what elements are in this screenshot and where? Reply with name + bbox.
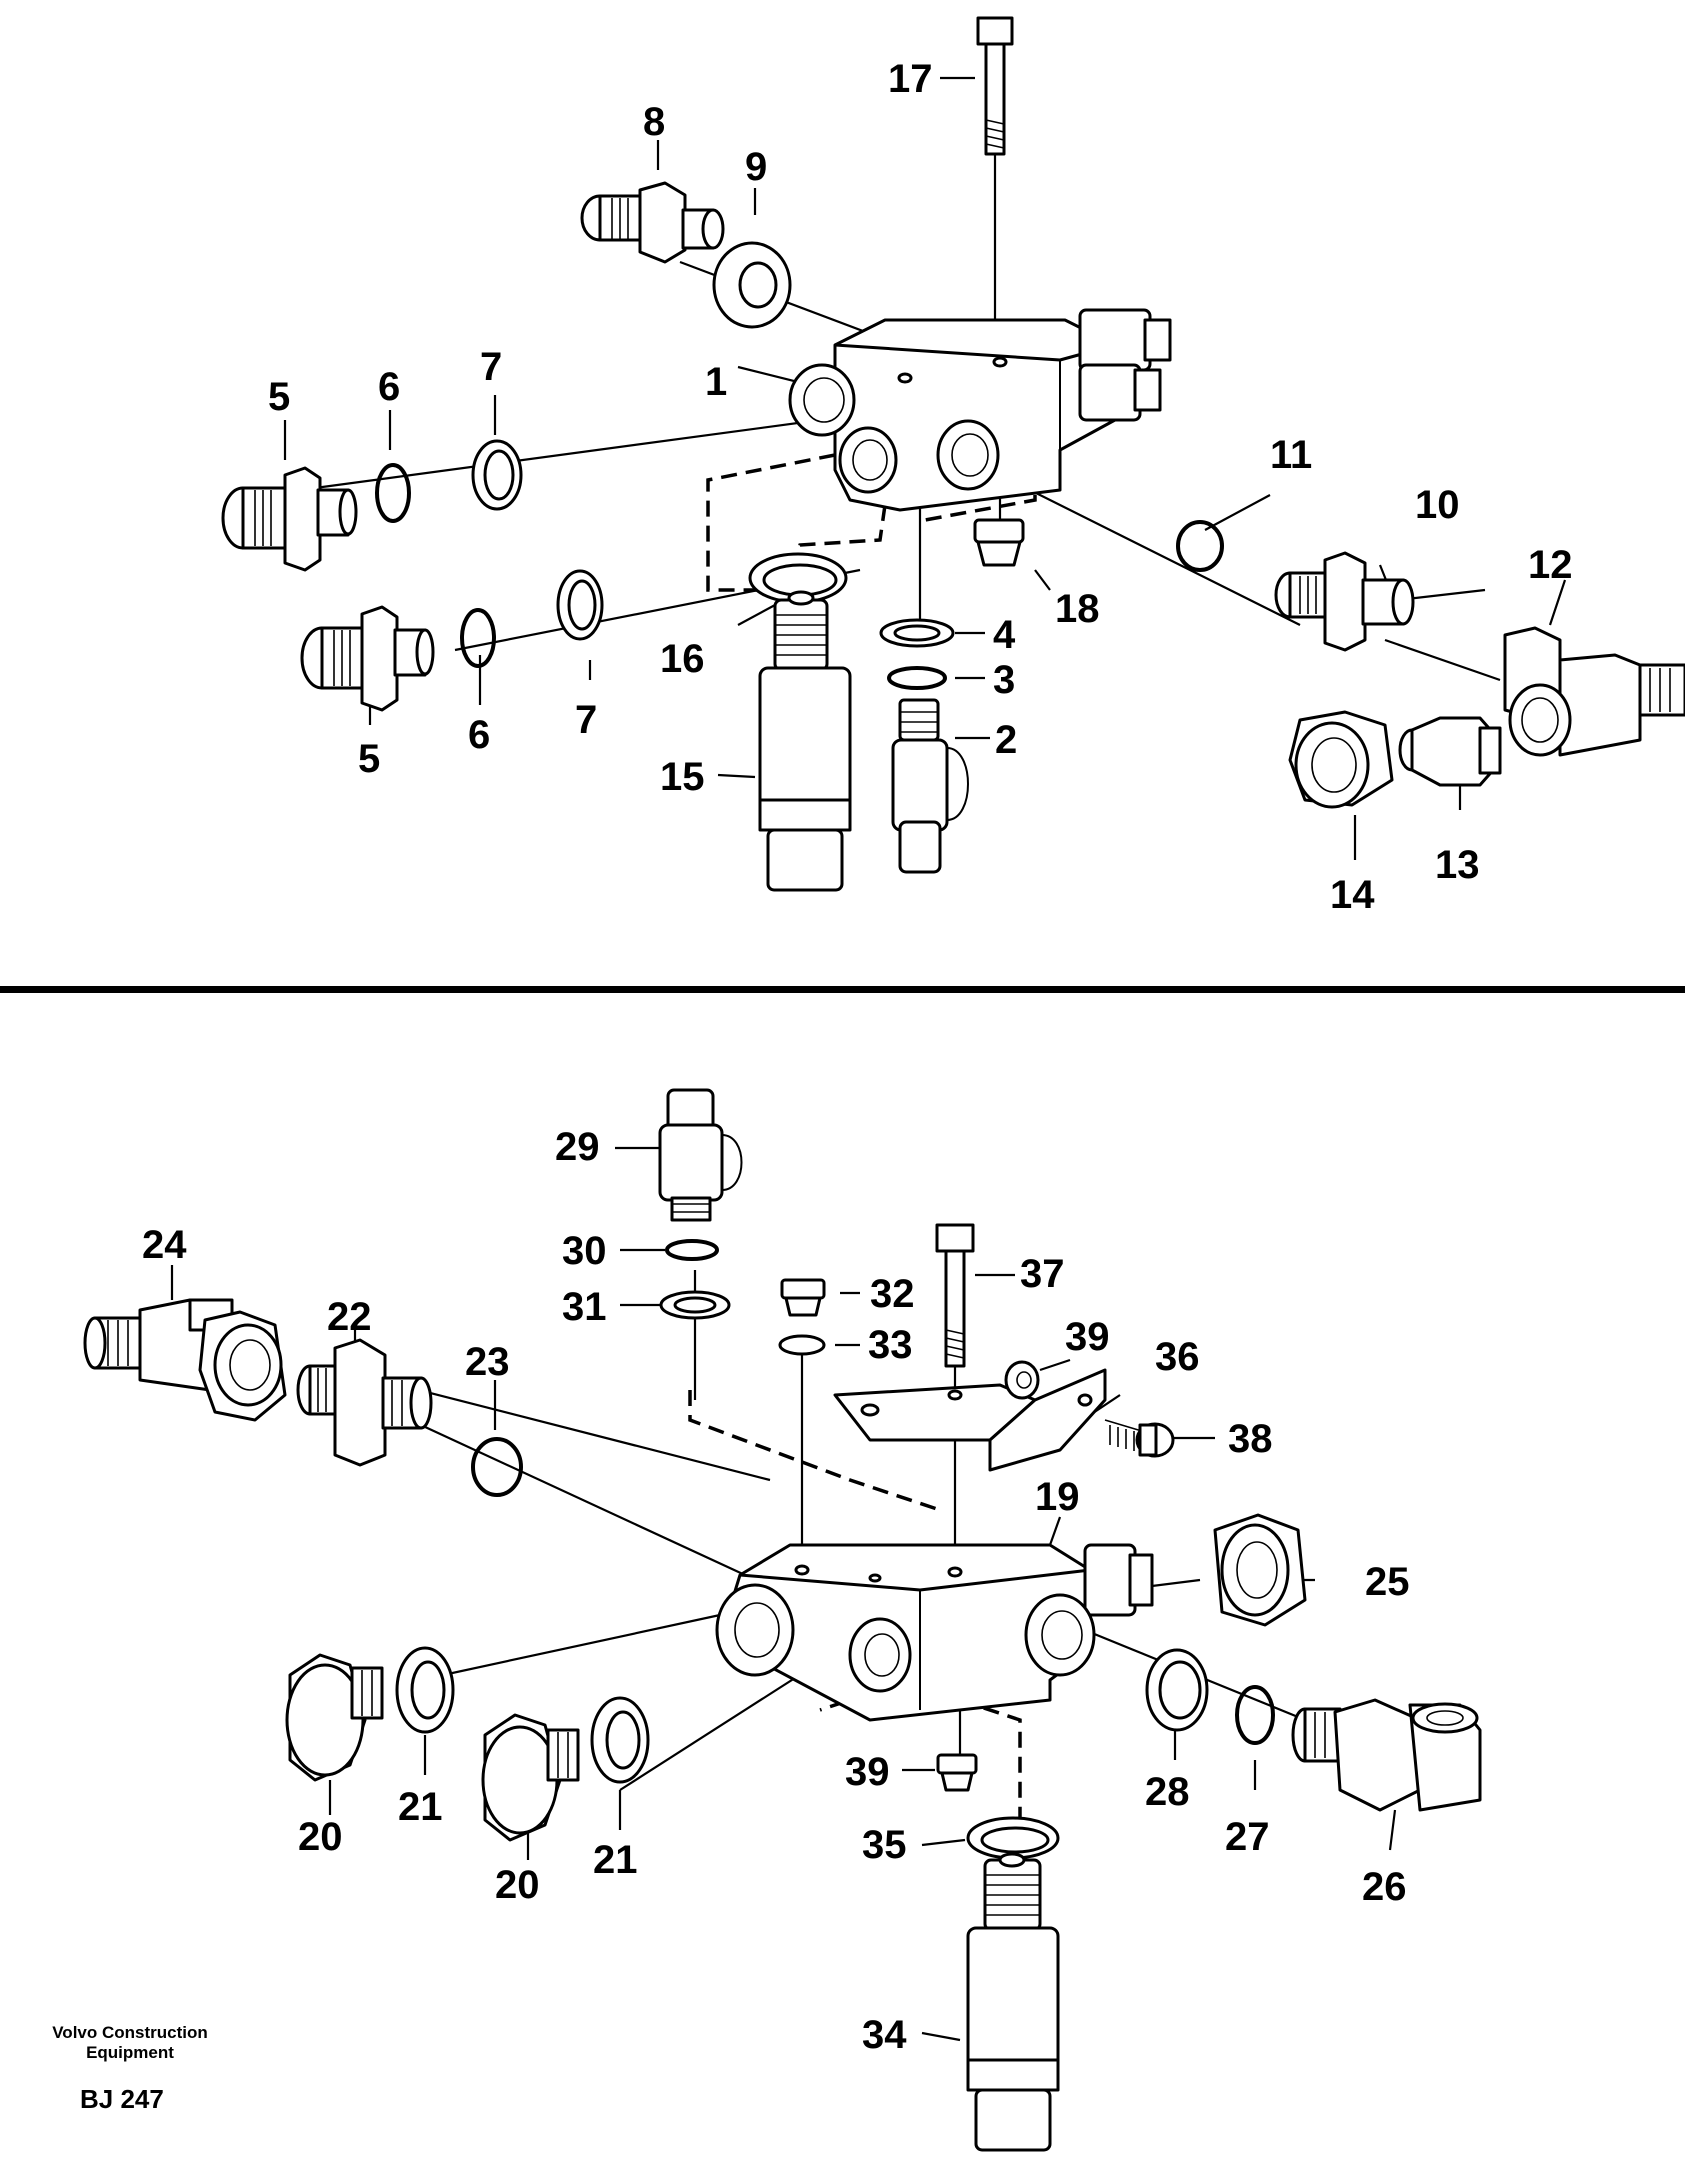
bolt-37	[935, 1223, 975, 1368]
callout-11: 11	[1270, 433, 1312, 477]
callout-39-upper: 39	[1065, 1315, 1110, 1359]
callout-15: 15	[660, 755, 705, 799]
callout-28: 28	[1145, 1770, 1190, 1814]
callout-22: 22	[327, 1295, 372, 1339]
seal-28	[1145, 1648, 1209, 1732]
callout-17: 17	[888, 57, 933, 101]
valve-cartridge-15	[758, 590, 852, 892]
callout-7-upper: 7	[480, 345, 502, 389]
callout-19: 19	[1035, 1475, 1080, 1519]
o-ring-23	[471, 1437, 523, 1497]
callout-13: 13	[1435, 843, 1480, 887]
washer-21-left	[395, 1646, 455, 1734]
callout-6-lower: 6	[468, 713, 490, 757]
callout-16: 16	[660, 637, 705, 681]
seal-7-upper	[471, 439, 523, 511]
plug-18	[973, 518, 1025, 567]
screw-38	[1104, 1419, 1175, 1458]
o-ring-3	[887, 666, 947, 690]
elbow-24	[83, 1298, 287, 1422]
diagram-code: BJ 247	[80, 2084, 164, 2114]
test-coupling-29	[658, 1088, 743, 1222]
seal-7-lower	[556, 569, 604, 641]
callout-9: 9	[745, 145, 767, 189]
callout-5-lower: 5	[358, 737, 380, 781]
washer-33	[778, 1334, 826, 1356]
callout-7-lower: 7	[575, 698, 597, 742]
callout-12: 12	[1528, 543, 1573, 587]
footer-block: Volvo Construction Equipment BJ 247	[52, 2023, 208, 2114]
callout-10: 10	[1415, 483, 1460, 527]
nut-25	[1213, 1513, 1307, 1627]
callout-1: 1	[705, 360, 727, 404]
nut-14	[1288, 710, 1394, 809]
callout-34: 34	[862, 2013, 907, 2057]
top-callout-labels: 17 8 9 1 5 6 7 11 10 12 18 4 3 2 16 15 5…	[268, 57, 1573, 917]
o-ring-6-lower	[460, 608, 496, 668]
valve-block-1	[788, 308, 1172, 512]
callout-23: 23	[465, 1340, 510, 1384]
test-coupling-2	[891, 698, 969, 874]
valve-cartridge-34	[966, 1852, 1060, 2152]
callout-27: 27	[1225, 1815, 1270, 1859]
callout-21-left: 21	[398, 1785, 443, 1829]
callout-2: 2	[995, 718, 1017, 762]
seal-31	[659, 1290, 731, 1320]
washer-21-right	[590, 1696, 650, 1784]
company-name-line1: Volvo Construction	[52, 2023, 208, 2042]
callout-4: 4	[993, 613, 1016, 657]
callout-35: 35	[862, 1823, 907, 1867]
elbow-12	[1503, 626, 1685, 757]
adapter-10	[1274, 551, 1415, 652]
callout-39-lower: 39	[845, 1750, 890, 1794]
callout-24: 24	[142, 1223, 187, 1267]
company-name-line2: Equipment	[86, 2043, 174, 2062]
callout-26: 26	[1362, 1865, 1407, 1909]
seal-4	[879, 618, 955, 648]
plug-32	[780, 1278, 826, 1317]
callout-25: 25	[1365, 1560, 1410, 1604]
section-divider	[0, 986, 1685, 993]
nut-39-lower	[936, 1753, 978, 1792]
callout-30: 30	[562, 1229, 607, 1273]
adapter-5-upper	[221, 466, 358, 572]
elbow-26	[1291, 1698, 1482, 1812]
washer-9	[712, 241, 792, 329]
callout-29: 29	[555, 1125, 600, 1169]
callout-20-left: 20	[298, 1815, 343, 1859]
callout-6-upper: 6	[378, 365, 400, 409]
bolt-17	[976, 16, 1014, 156]
callout-14: 14	[1330, 873, 1375, 917]
valve-block-19	[715, 1543, 1154, 1722]
o-ring-30	[665, 1239, 719, 1261]
callout-3: 3	[993, 658, 1015, 702]
adapter-8	[580, 181, 725, 264]
bottom-callout-labels: 29 24 30 37 32 22 31 39 33 23 36 38 19 2…	[142, 1125, 1410, 2057]
nipple-13	[1398, 716, 1502, 787]
callout-38: 38	[1228, 1417, 1273, 1461]
callout-8: 8	[643, 100, 665, 144]
o-ring-27	[1235, 1685, 1275, 1745]
adapter-5-lower	[300, 605, 435, 712]
plug-20-right	[481, 1713, 580, 1842]
o-ring-6-upper	[375, 463, 411, 523]
seal-35	[966, 1816, 1060, 1860]
callout-33: 33	[868, 1323, 913, 1367]
plug-20-left	[285, 1653, 384, 1782]
o-ring-11	[1176, 520, 1224, 572]
callout-31: 31	[562, 1285, 607, 1329]
adapter-22	[296, 1338, 433, 1467]
nut-39-upper	[1004, 1360, 1040, 1400]
callout-21-right: 21	[593, 1838, 638, 1882]
bracket-36	[833, 1368, 1107, 1472]
callout-5-upper: 5	[268, 375, 290, 419]
callout-20-right: 20	[495, 1863, 540, 1907]
callout-32: 32	[870, 1272, 915, 1316]
callout-18: 18	[1055, 587, 1100, 631]
callout-36: 36	[1155, 1335, 1200, 1379]
callout-37: 37	[1020, 1252, 1065, 1296]
